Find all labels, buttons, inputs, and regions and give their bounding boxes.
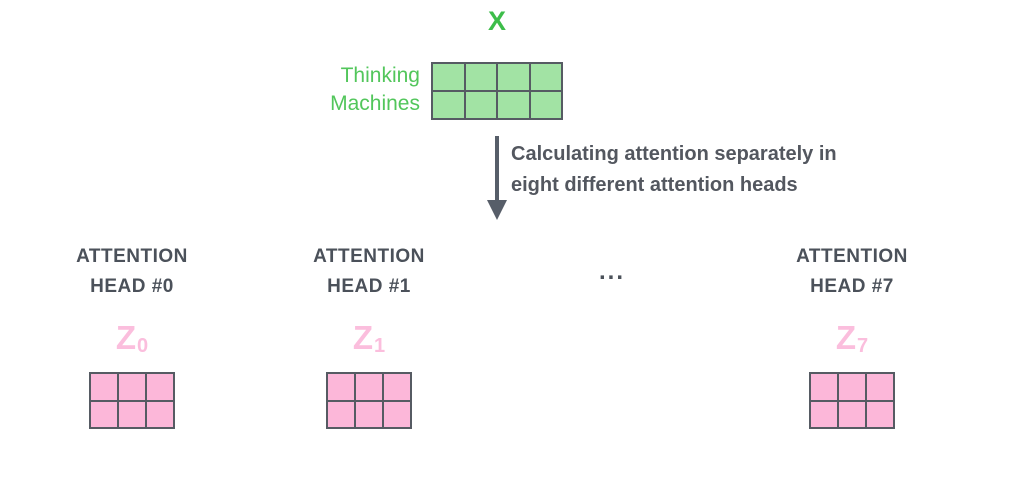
matrix-cell [433, 64, 464, 90]
attention-head-7-label: ATTENTION HEAD #7 [742, 242, 962, 302]
arrow-caption-line-2: eight different attention heads [511, 174, 798, 196]
matrix-cell [384, 401, 410, 427]
input-matrix-x [431, 62, 563, 120]
matrix-cell [839, 401, 865, 427]
arrow-caption-line-1: Calculating attention separately in [511, 143, 837, 165]
matrix-cell [465, 64, 496, 90]
matrix-cell [328, 401, 354, 427]
matrix-cell [498, 92, 529, 118]
z0-subscript: 0 [137, 335, 149, 357]
matrix-cell [91, 374, 117, 400]
z7-subscript: 7 [857, 335, 869, 357]
arrow-caption: Calculating attention separately in eigh… [511, 139, 837, 201]
matrix-cell [384, 374, 410, 400]
attention-head-0-label: ATTENTION HEAD #0 [22, 242, 242, 302]
matrix-cell [811, 374, 837, 400]
matrix-cell [119, 374, 145, 400]
matrix-cell [811, 401, 837, 427]
z1-base: Z [352, 319, 374, 356]
input-token-labels: Thinking Machines [240, 62, 420, 118]
z1-subscript: 1 [374, 335, 386, 357]
matrix-cell [328, 374, 354, 400]
down-arrow-icon [487, 200, 507, 220]
attention-head-7-column: ATTENTION HEAD #7 Z7 [742, 242, 962, 429]
matrix-cell [530, 92, 561, 118]
matrix-cell [147, 374, 173, 400]
z0-matrix-title: Z0 [22, 320, 242, 361]
attention-head-0-label-line-1: ATTENTION [76, 246, 188, 267]
matrix-cell [91, 401, 117, 427]
matrix-cell [119, 401, 145, 427]
attention-head-1-column: ATTENTION HEAD #1 Z1 [259, 242, 479, 429]
z1-matrix [326, 372, 412, 429]
z7-base: Z [835, 319, 857, 356]
attention-head-1-label-line-1: ATTENTION [313, 246, 425, 267]
matrix-cell [867, 374, 893, 400]
z0-matrix [89, 372, 175, 429]
matrix-cell [867, 401, 893, 427]
input-token-machines: Machines [330, 92, 420, 115]
input-token-thinking: Thinking [340, 64, 420, 87]
matrix-cell [356, 401, 382, 427]
attention-head-7-label-line-1: ATTENTION [796, 246, 908, 267]
matrix-cell [147, 401, 173, 427]
attention-head-0-label-line-2: HEAD #0 [90, 276, 174, 297]
attention-head-1-label-line-2: HEAD #1 [327, 276, 411, 297]
matrix-cell [839, 374, 865, 400]
z7-matrix-title: Z7 [742, 320, 962, 361]
input-matrix-title: X [487, 6, 506, 36]
attention-head-1-label: ATTENTION HEAD #1 [259, 242, 479, 302]
matrix-cell [356, 374, 382, 400]
matrix-cell [530, 64, 561, 90]
attention-head-7-label-line-2: HEAD #7 [810, 276, 894, 297]
attention-head-0-column: ATTENTION HEAD #0 Z0 [22, 242, 242, 429]
down-arrow-stem [495, 136, 499, 204]
z0-base: Z [115, 319, 137, 356]
z7-matrix [809, 372, 895, 429]
matrix-cell [433, 92, 464, 118]
heads-ellipsis: ... [598, 258, 625, 285]
matrix-cell [498, 64, 529, 90]
z1-matrix-title: Z1 [259, 320, 479, 361]
matrix-cell [465, 92, 496, 118]
